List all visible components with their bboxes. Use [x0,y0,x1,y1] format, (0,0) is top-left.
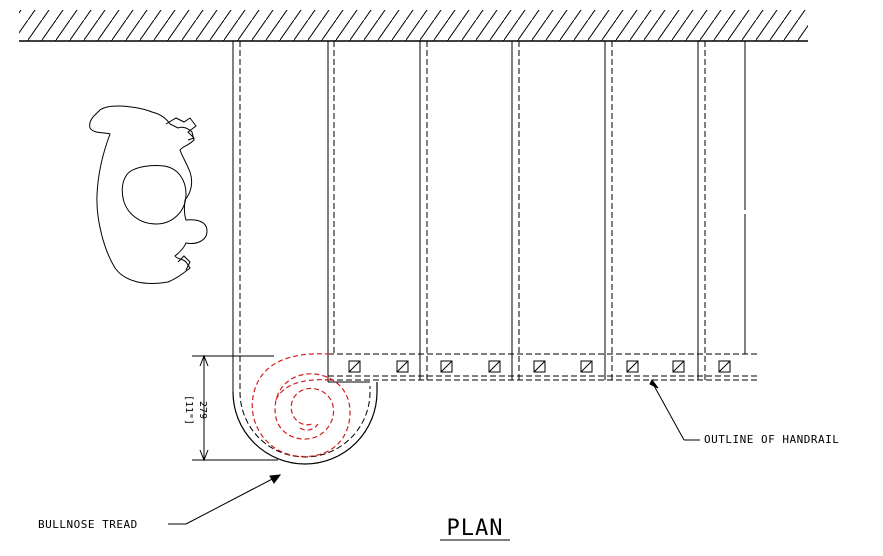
stair-outline [232,41,746,465]
dimension-metric: 279 [197,401,208,419]
handrail-outline-label: OUTLINE OF HANDRAIL [704,433,839,446]
balluster-square-icon [396,360,409,373]
plan-title: PLAN [447,516,504,541]
person-figure-icon [89,105,208,284]
balusters [348,360,731,373]
balluster-square-icon [533,360,546,373]
balluster-square-icon [348,360,361,373]
balluster-square-icon [718,360,731,373]
tread-risers [333,41,706,380]
handrail-outline [328,353,760,381]
dimension-imperial: [11"] [183,395,194,425]
handrail-volute [251,353,351,458]
dimension-279 [192,354,278,462]
leaders [168,379,700,525]
balluster-square-icon [488,360,501,373]
balluster-square-icon [580,360,593,373]
bullnose-tread-label: BULLNOSE TREAD [38,518,138,531]
wall [19,10,808,42]
balluster-square-icon [440,360,453,373]
balluster-square-icon [626,360,639,373]
balluster-square-icon [672,360,685,373]
